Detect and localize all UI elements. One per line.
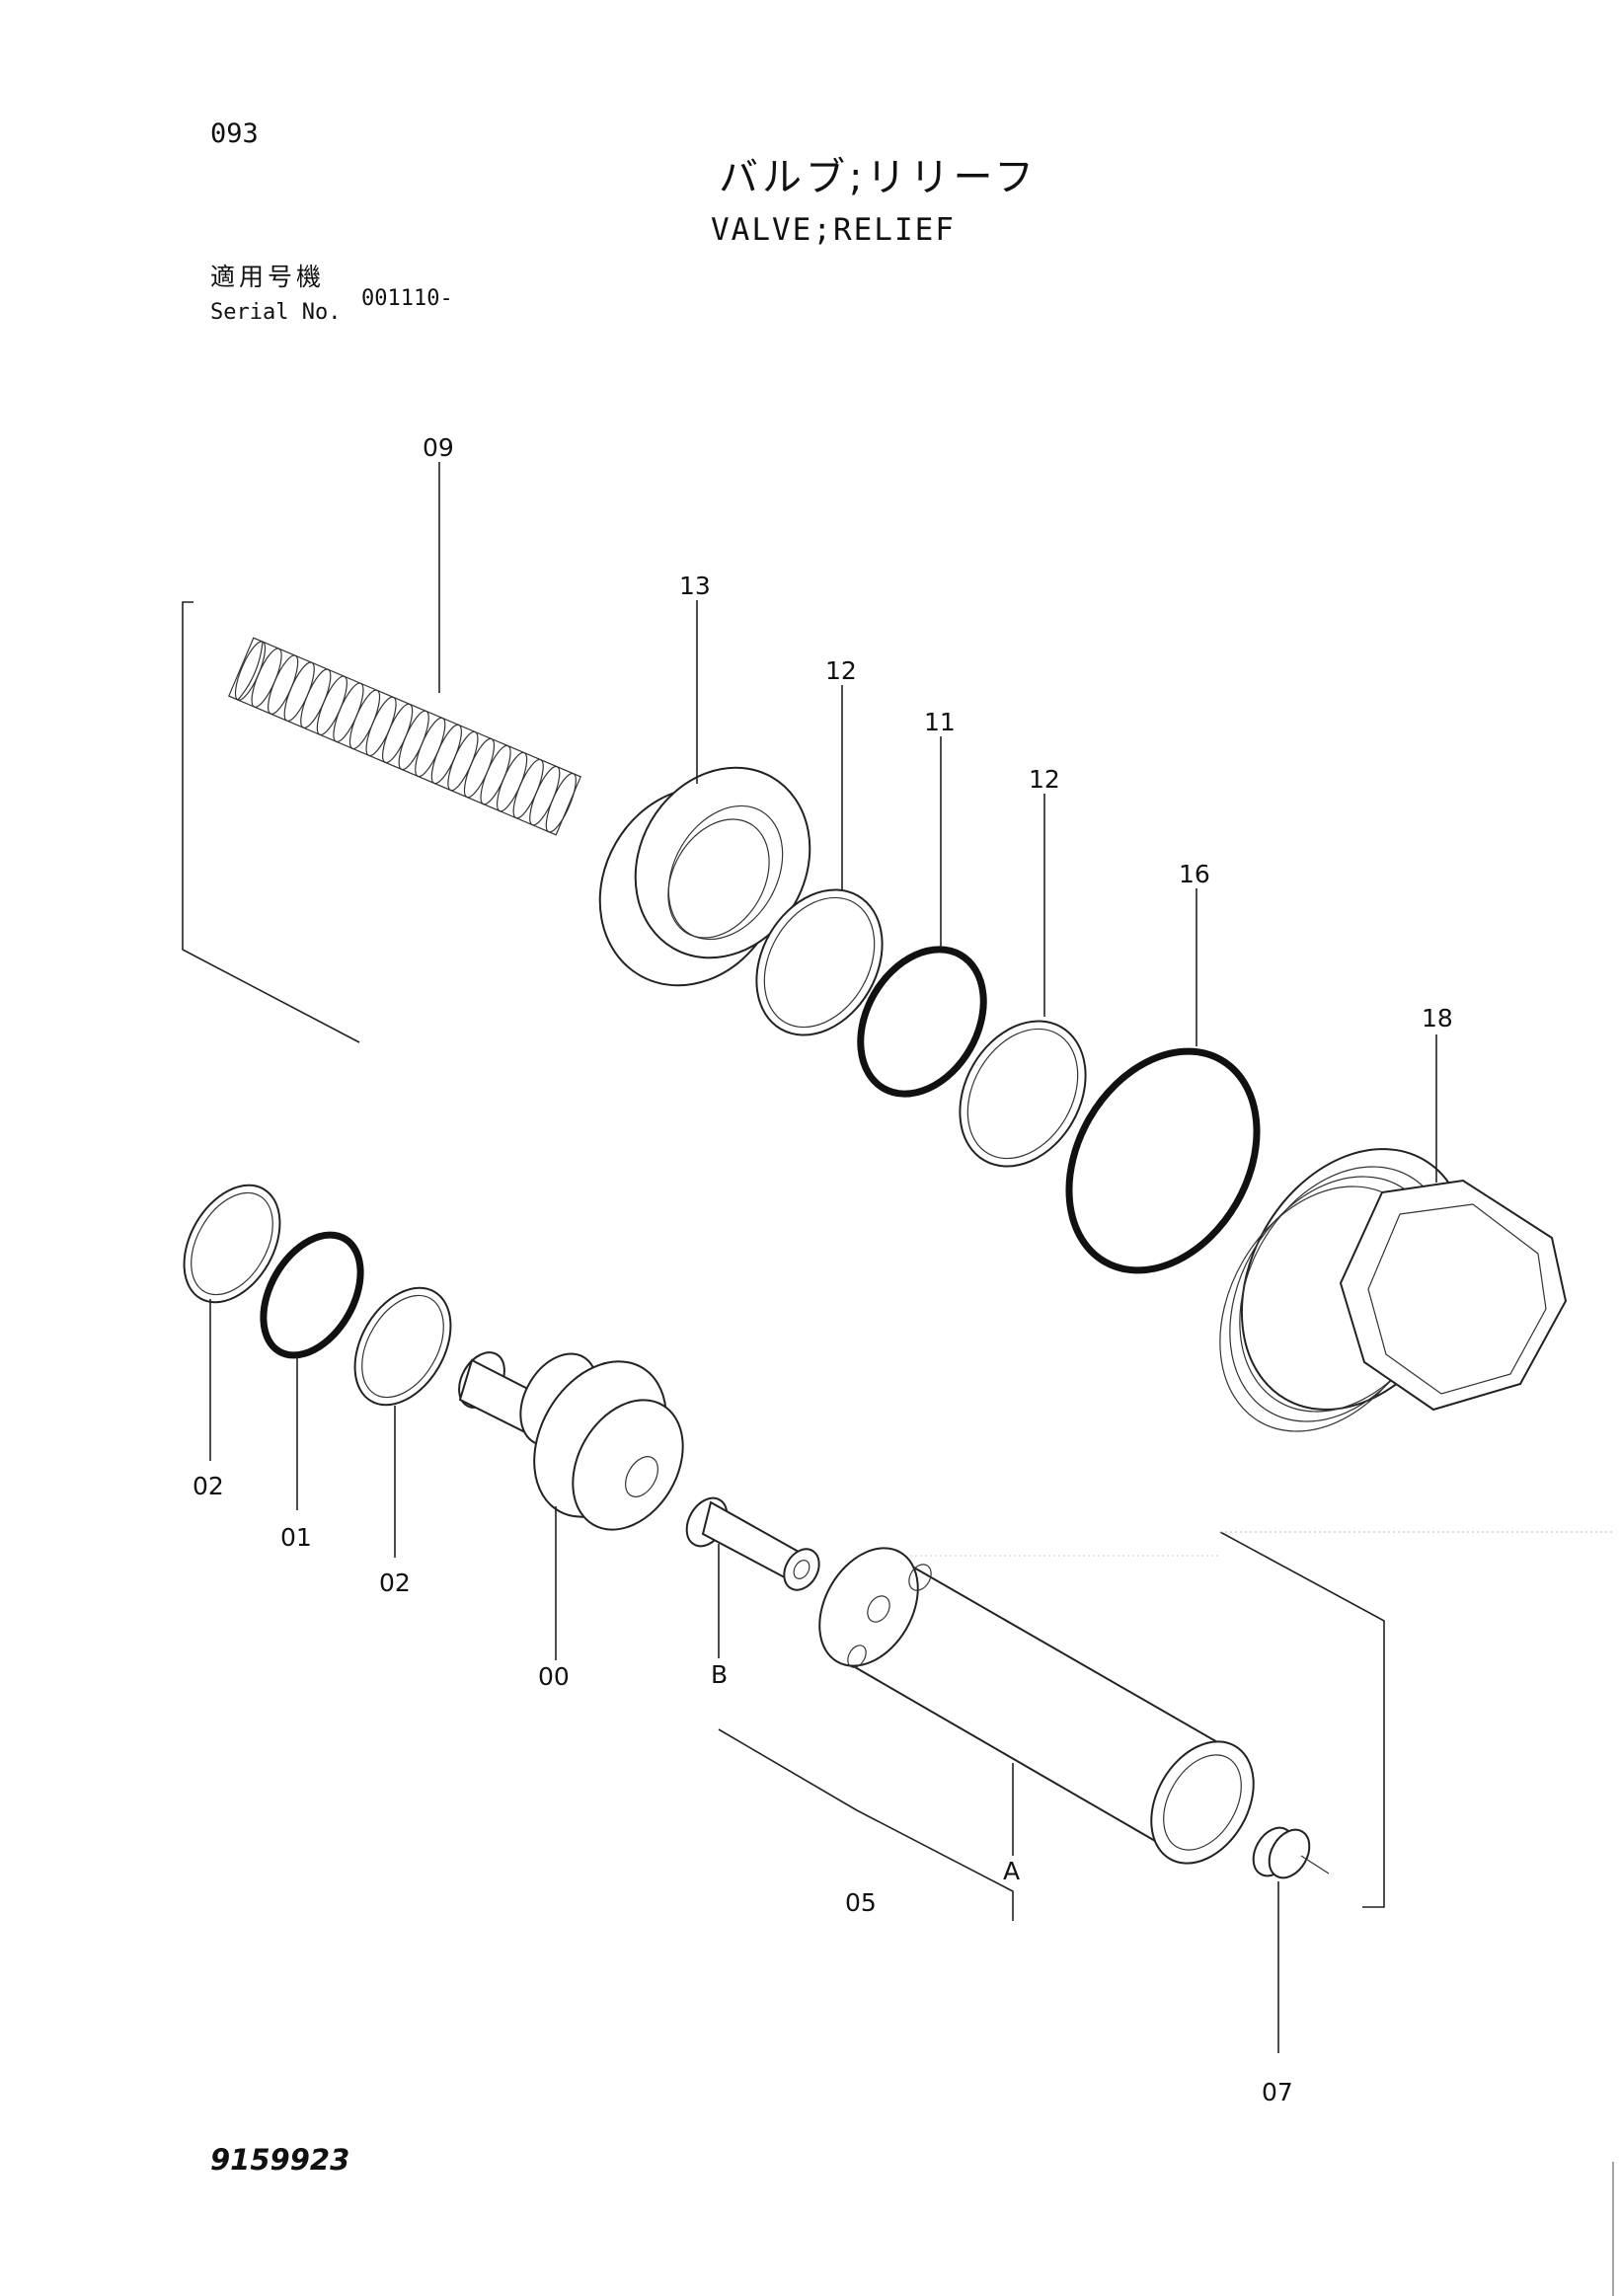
part-12-backup-ring-a [755,888,884,1036]
spring-coil [497,751,528,812]
callout-02a: 02 [193,1472,224,1500]
callout-02b: 02 [379,1569,411,1597]
part-02-backup-ring-a [183,1184,281,1304]
page-number: 093 [210,118,259,149]
serial-label-japanese: 適用号機 [210,263,326,291]
spring-coil [382,703,414,764]
callout-b: B [711,1660,728,1689]
callout-16: 16 [1179,860,1210,888]
part-00-poppet [458,1351,684,1531]
part-13-seat [598,766,811,987]
spring-coil [447,730,479,792]
part-12-backup-ring-b [959,1020,1087,1168]
callout-18: 18 [1422,1004,1453,1033]
document-number: 9159923 [210,2143,350,2177]
serial-label-english: Serial No. [210,300,342,325]
callout-05: 05 [845,1888,877,1917]
part-16-o-ring [1065,1047,1261,1274]
callout-11: 11 [924,708,956,736]
callout-00: 00 [538,1662,570,1691]
spring-coil [512,758,544,819]
part-09-spring [228,637,581,836]
spring-coil [333,682,364,743]
spring-coil [283,661,315,722]
part-07-orifice [1252,1826,1330,1879]
assembly-bracket-upper [182,601,360,1043]
title-japanese: バルブ;リリーフ [719,155,1039,200]
spring-coil [415,717,446,778]
spring-coil [268,654,299,715]
callout-12a: 12 [825,656,857,685]
part-b-piston [685,1496,820,1591]
spring-coil [480,744,511,805]
spring-coil [365,696,397,757]
spring-coil [545,772,577,833]
part-02-backup-ring-b [353,1286,452,1407]
spring-coil [529,765,561,826]
callout-09: 09 [423,433,454,462]
spring-coil [316,675,347,736]
spring-coil [463,737,496,799]
serial-value: 001110- [361,286,453,311]
spring-coil [348,689,381,750]
callout-01: 01 [280,1523,312,1552]
callout-13: 13 [679,572,711,600]
assembly-bracket-lower [1219,1531,1385,1908]
part-18-plug [1219,1148,1568,1432]
spring-coil [300,668,332,728]
part-01-o-ring [260,1231,364,1359]
spring-coil [398,710,429,771]
title-english: VALVE;RELIEF [711,212,956,248]
callout-a: A [1003,1857,1020,1885]
part-11-o-ring [857,946,987,1098]
bracket-05 [718,1728,1014,1921]
spring-coil [234,641,267,701]
spring-coil [430,724,462,785]
callout-12b: 12 [1029,765,1060,794]
callout-07: 07 [1262,2078,1293,2106]
part-a-sleeve [818,1547,1255,1865]
